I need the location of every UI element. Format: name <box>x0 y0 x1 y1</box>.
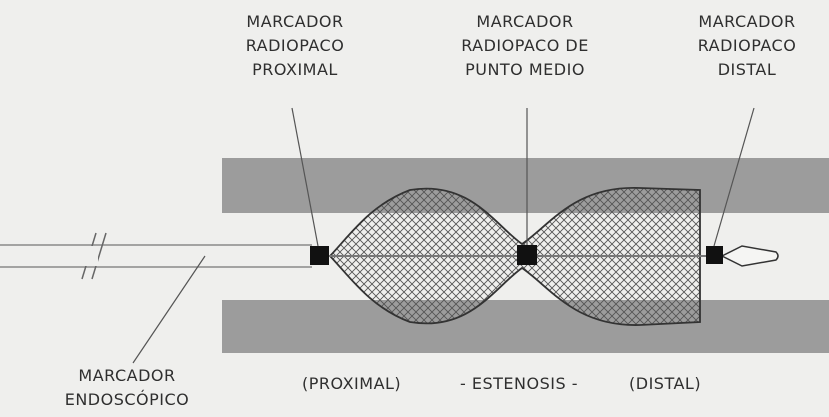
proximal-marker-label: MARCADOR RADIOPACO PROXIMAL <box>245 12 345 79</box>
vessel-wall-upper <box>222 158 829 213</box>
vessel-wall-lower <box>222 300 829 353</box>
region-distal-label: (DISTAL) <box>629 374 702 393</box>
proximal-leader-line <box>291 107 319 247</box>
midpoint-marker <box>517 245 537 265</box>
endoscopic-marker-label: MARCADOR ENDOSCÓPICO <box>64 366 190 409</box>
midpoint-marker-label: MARCADOR RADIOPACO DE PUNTO MEDIO <box>461 12 589 79</box>
distal-marker-label: MARCADOR RADIOPACO DISTAL <box>697 12 797 79</box>
endoscopic-leader-line <box>132 255 206 364</box>
region-stenosis-label: - ESTENOSIS - <box>460 374 578 393</box>
catheter-shaft <box>0 244 312 268</box>
distal-marker <box>706 246 723 264</box>
region-proximal-label: (PROXIMAL) <box>302 374 402 393</box>
proximal-marker <box>310 246 329 265</box>
distal-tip <box>720 245 779 267</box>
distal-leader-line <box>713 107 755 247</box>
catheter-break-gap <box>84 246 98 266</box>
